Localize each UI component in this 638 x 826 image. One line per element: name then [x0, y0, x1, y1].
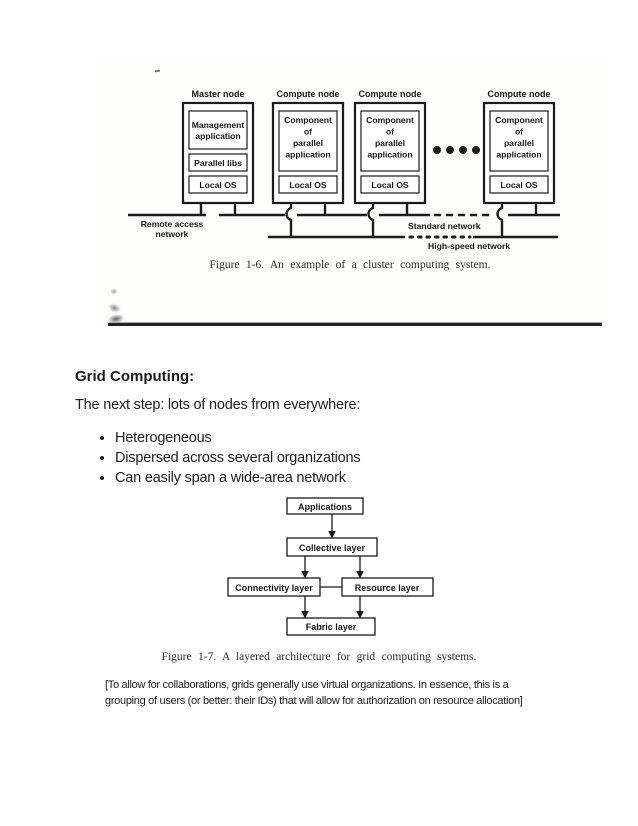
component-label: of — [304, 127, 312, 137]
node-network-legs — [199, 203, 538, 237]
component-label: of — [515, 127, 523, 137]
component-label: parallel — [504, 138, 534, 148]
management-application-label: application — [195, 131, 240, 141]
remote-access-network-label: network — [156, 229, 189, 239]
figure-1-6-caption: Figure 1-6. An example of a cluster comp… — [209, 259, 491, 271]
parallel-libs-label: Parallel libs — [194, 158, 242, 168]
local-os-box — [360, 175, 420, 194]
high-speed-network-label: High-speed network — [428, 241, 510, 251]
bullet-list: Heterogeneous Dispersed across several o… — [75, 428, 361, 488]
parallel-libs-box — [188, 153, 248, 172]
figure-1-7-layered-architecture: Applications Collective layer Connectivi… — [0, 495, 638, 643]
local-os-label: Local OS — [371, 180, 409, 190]
arrow-applications-to-collective — [328, 514, 336, 539]
component-label: application — [285, 150, 330, 160]
figure-1-6-cluster-diagram: Master node Management application Paral… — [0, 80, 638, 258]
compute-node: Compute node Component of parallel appli… — [482, 89, 556, 205]
section-heading: Grid Computing: — [75, 368, 195, 385]
note-line: [To allow for collaborations, grids gene… — [105, 679, 509, 691]
local-os-box — [188, 175, 248, 194]
component-box — [489, 110, 549, 172]
arrow-collective-to-connectivity — [301, 556, 309, 579]
management-application-box — [188, 110, 248, 150]
component-box — [360, 110, 420, 172]
component-label: application — [367, 150, 412, 160]
figure-1-7-caption: Figure 1-7. A layered architecture for g… — [161, 651, 477, 663]
master-node: Master node Management application Paral… — [181, 89, 255, 205]
connectivity-layer-label: Connectivity layer — [235, 583, 313, 593]
scan-edge-line — [108, 322, 602, 326]
note-line: grouping of users (or better: their IDs)… — [105, 694, 523, 707]
fabric-layer-box — [286, 617, 376, 636]
collective-layer-label: Collective layer — [299, 543, 366, 553]
compute-node: Compute node Component of parallel appli… — [271, 89, 345, 205]
master-node-title: Master node — [191, 89, 244, 99]
bullet-item: Dispersed across several organizations — [115, 448, 361, 468]
component-label: Component — [284, 115, 332, 125]
standard-network-label: Standard network — [408, 221, 481, 231]
note-paragraph: [To allow for collaborations, grids gene… — [105, 678, 523, 709]
compute-node: Compute node Component of parallel appli… — [353, 89, 427, 205]
local-os-label: Local OS — [500, 180, 538, 190]
resource-layer-label: Resource layer — [355, 583, 420, 593]
fabric-layer-label: Fabric layer — [306, 622, 357, 632]
local-os-box — [278, 175, 338, 194]
bullet-item: Heterogeneous — [115, 428, 360, 448]
component-label: of — [386, 127, 394, 137]
bullet-item: Can easily span a wide-area network — [115, 468, 360, 488]
section-intro: The next step: lots of nodes from everyw… — [75, 397, 361, 413]
component-label: Component — [495, 115, 543, 125]
arrow-connectivity-to-fabric — [301, 596, 309, 619]
ellipsis-dots-icon — [433, 146, 480, 154]
remote-access-network-label: Remote access — [141, 219, 204, 229]
component-label: Component — [366, 115, 414, 125]
component-label: parallel — [293, 138, 323, 148]
collective-layer-box — [286, 537, 378, 557]
scan-artifact-smudge — [109, 287, 119, 296]
local-os-label: Local OS — [289, 180, 327, 190]
component-box — [278, 110, 338, 172]
management-application-label: Management — [192, 120, 245, 130]
applications-box — [286, 497, 364, 515]
resource-layer-box — [341, 577, 434, 597]
local-os-box — [489, 175, 549, 194]
arrow-resource-to-fabric — [356, 596, 364, 619]
component-label: parallel — [375, 138, 405, 148]
applications-label: Applications — [298, 502, 352, 512]
local-os-label: Local OS — [199, 180, 237, 190]
component-label: application — [496, 150, 541, 160]
arrow-collective-to-resource — [356, 556, 364, 579]
compute-node-title: Compute node — [488, 89, 551, 99]
compute-node-title: Compute node — [359, 89, 422, 99]
compute-node-title: Compute node — [277, 89, 340, 99]
